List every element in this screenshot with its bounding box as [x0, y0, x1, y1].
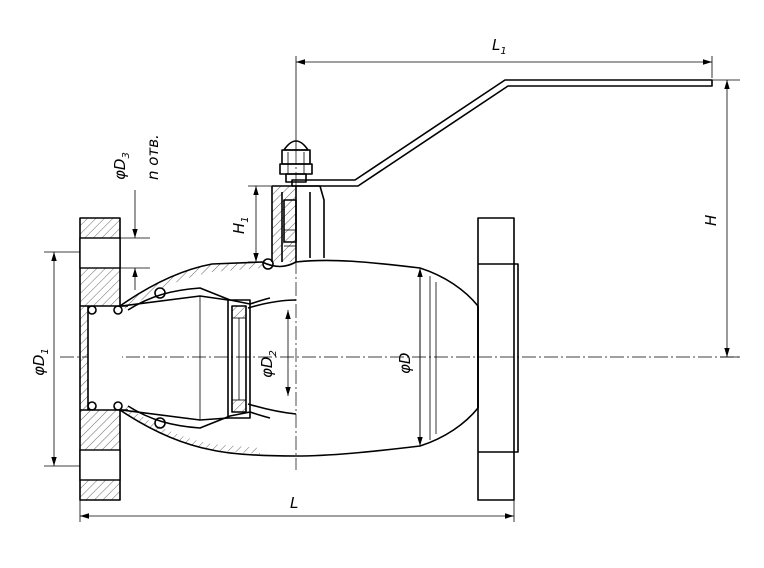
- dim-D1: φD1: [30, 251, 80, 467]
- stem-neck: [271, 185, 325, 262]
- label-D3: φD3: [111, 152, 132, 180]
- label-L: L: [290, 494, 298, 512]
- dim-H: H: [702, 79, 740, 358]
- label-H1: H1: [230, 216, 251, 234]
- stem-nut: [279, 140, 313, 183]
- label-L1: L1: [492, 36, 507, 57]
- valve-body: [119, 258, 479, 457]
- left-flange: [79, 217, 229, 501]
- dim-D3: φD3 n отв.: [111, 134, 162, 290]
- seat-ring: [227, 299, 251, 419]
- label-H: H: [702, 215, 720, 226]
- dim-L: L: [79, 494, 515, 522]
- dim-D2: φD2: [258, 310, 291, 396]
- dim-L1: L1: [295, 36, 713, 150]
- dim-H1: H1: [230, 185, 272, 263]
- label-D2: φD2: [258, 350, 279, 378]
- label-n-holes: n отв.: [144, 134, 162, 180]
- dim-D: φD: [396, 268, 423, 446]
- label-D: φD: [396, 353, 414, 374]
- handle-lever: [291, 79, 713, 187]
- label-D1: φD1: [30, 348, 51, 376]
- right-flange: [477, 217, 519, 501]
